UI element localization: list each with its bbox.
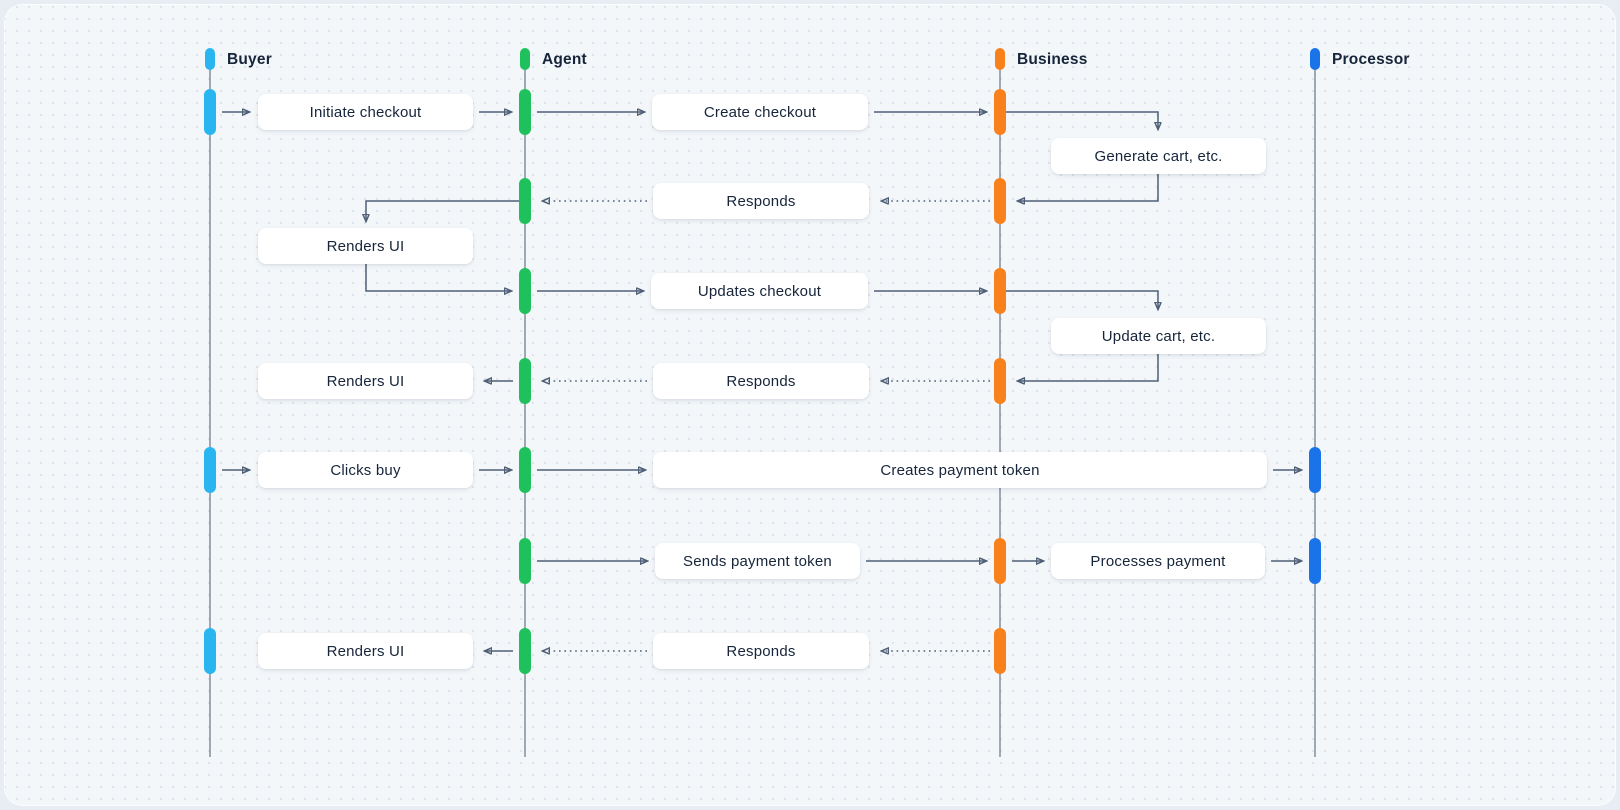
message-box-renders-ui-2: Renders UI xyxy=(258,363,473,399)
activation-processor-2 xyxy=(1309,538,1321,584)
message-box-responds-2: Responds xyxy=(653,363,869,399)
activation-buyer-2 xyxy=(204,447,216,493)
activation-agent-7 xyxy=(519,628,531,674)
message-box-renders-ui-3: Renders UI xyxy=(258,633,473,669)
activation-processor-1 xyxy=(1309,447,1321,493)
message-box-renders-ui-1: Renders UI xyxy=(258,228,473,264)
activation-agent-6 xyxy=(519,538,531,584)
elbow-agent-to-renders-ui-1 xyxy=(366,200,519,221)
message-box-clicks-buy: Clicks buy xyxy=(258,452,473,488)
message-box-processes-payment: Processes payment xyxy=(1051,543,1265,579)
elbow-generate-cart-to-business xyxy=(1018,174,1159,201)
activation-agent-1 xyxy=(519,89,531,135)
actor-pill-agent xyxy=(520,48,530,70)
actor-pill-processor xyxy=(1310,48,1320,70)
message-box-generate-cart: Generate cart, etc. xyxy=(1051,138,1266,174)
actor-label-buyer: Buyer xyxy=(227,51,272,68)
actor-label-processor: Processor xyxy=(1332,51,1410,68)
activation-agent-5 xyxy=(519,447,531,493)
message-box-creates-payment-token: Creates payment token xyxy=(653,452,1267,488)
elbow-renders-ui-1-to-agent xyxy=(365,264,511,291)
activation-agent-2 xyxy=(519,178,531,224)
message-box-updates-checkout: Updates checkout xyxy=(651,273,868,309)
activation-business-2 xyxy=(994,178,1006,224)
activation-business-3 xyxy=(994,268,1006,314)
activation-business-6 xyxy=(994,628,1006,674)
activation-buyer-3 xyxy=(204,628,216,674)
activation-buyer-1 xyxy=(204,89,216,135)
actor-pill-business xyxy=(995,48,1005,70)
actor-pill-buyer xyxy=(205,48,215,70)
activation-agent-4 xyxy=(519,358,531,404)
activation-agent-3 xyxy=(519,268,531,314)
message-box-sends-payment-token: Sends payment token xyxy=(655,543,860,579)
activation-business-4 xyxy=(994,358,1006,404)
diagram-canvas xyxy=(4,4,1616,806)
message-box-responds-1: Responds xyxy=(653,183,869,219)
message-box-responds-3: Responds xyxy=(653,633,869,669)
elbow-update-cart-to-business xyxy=(1018,354,1159,381)
elbow-business-to-generate-cart xyxy=(1006,111,1158,129)
actor-label-business: Business xyxy=(1017,51,1088,68)
activation-business-1 xyxy=(994,89,1006,135)
message-box-initiate-checkout: Initiate checkout xyxy=(258,94,473,130)
activation-business-5 xyxy=(994,538,1006,584)
message-box-create-checkout: Create checkout xyxy=(652,94,868,130)
actor-label-agent: Agent xyxy=(542,51,587,68)
message-box-update-cart: Update cart, etc. xyxy=(1051,318,1266,354)
elbow-business-to-update-cart xyxy=(1006,290,1158,309)
